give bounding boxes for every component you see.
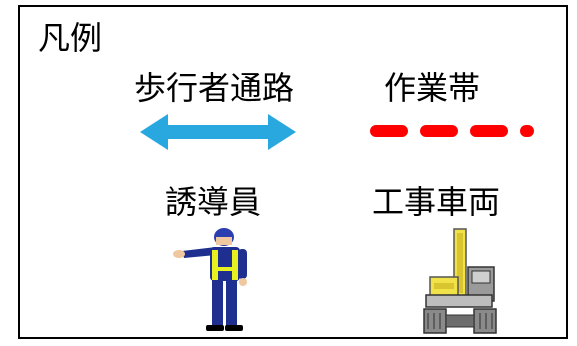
dashed-line-icon (370, 125, 534, 137)
flagger-person-icon (173, 228, 247, 331)
pedestrian-path-label: 歩行者通路 (134, 69, 295, 107)
construction-vehicle-label: 工事車両 (372, 183, 501, 221)
excavator-icon (423, 228, 497, 334)
guide-staff-label: 誘導員 (165, 183, 262, 221)
work-zone-label: 作業帯 (384, 69, 481, 107)
double-arrow-icon (140, 114, 296, 150)
legend-title: 凡例 (38, 19, 103, 57)
legend-box: 凡例 歩行者通路 作業帯 誘導員 工事車両 (18, 5, 568, 339)
